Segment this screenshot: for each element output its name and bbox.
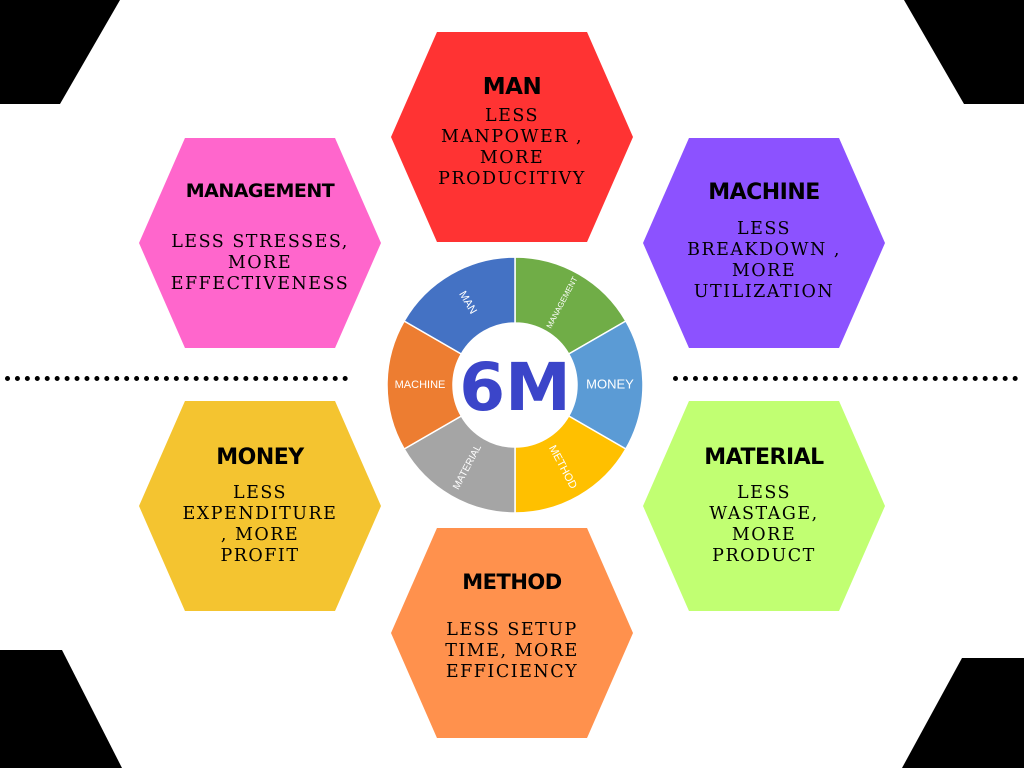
body-line: LESS STRESSES,	[171, 232, 349, 252]
body-line: , MORE	[220, 525, 300, 545]
body-line: MORE	[731, 261, 797, 281]
body-line: WASTAGE,	[709, 504, 819, 524]
center-label: 6M	[459, 349, 571, 426]
hexagon-money-body: LESS EXPENDITURE , MORE PROFIT	[155, 483, 365, 567]
body-line: PRODUCT	[712, 546, 816, 566]
body-line: LESS	[484, 106, 540, 126]
six-m-wheel-graphic: MANAGEMENTMONEYMETHODMATERIALMACHINEMAN …	[386, 256, 644, 514]
body-line: EFFECTIVENESS	[170, 274, 350, 294]
body-line: PROFIT	[220, 546, 300, 566]
body-line: MORE	[227, 253, 293, 273]
body-line: EXPENDITURE	[182, 504, 338, 524]
corner-decoration-top-left	[0, 0, 120, 104]
wheel-label-money: MONEY	[586, 376, 634, 391]
hexagon-money-title: MONEY	[216, 445, 304, 470]
hexagon-machine	[643, 138, 885, 348]
hexagon-material-body: LESS WASTAGE, MORE PRODUCT	[659, 483, 869, 567]
hexagon-management-body: LESS STRESSES, MORE EFFECTIVENESS	[155, 232, 365, 295]
hexagon-management-title: MANAGEMENT	[185, 180, 335, 202]
hexagon-machine-body: LESS BREAKDOWN , MORE UTILIZATION	[659, 219, 869, 303]
body-line: UTILIZATION	[693, 282, 835, 302]
hexagon-material-title: MATERIAL	[704, 445, 824, 470]
hexagon-money	[139, 401, 381, 611]
wheel-center-circle	[453, 323, 577, 447]
body-line: MORE	[731, 525, 797, 545]
body-line: TIME, MORE	[445, 641, 579, 661]
hexagon-man-body: LESS MANPOWER , MORE PRODUCITIVY	[407, 106, 617, 190]
body-line: LESS	[736, 483, 792, 503]
hexagon-machine-title: MACHINE	[708, 180, 820, 205]
hexagon-method-title: METHOD	[462, 570, 562, 594]
hexagon-material-content: MATERIAL LESS WASTAGE, MORE PRODUCT	[643, 401, 885, 611]
body-line: LESS SETUP	[446, 620, 578, 640]
corner-decoration-top-right	[904, 0, 1024, 104]
body-line: BREAKDOWN ,	[687, 240, 841, 260]
hexagon-method-content: METHOD LESS SETUP TIME, MORE EFFICIENCY	[391, 528, 633, 738]
body-line: LESS	[232, 483, 288, 503]
hexagon-material	[643, 401, 885, 611]
hexagon-man	[391, 32, 633, 242]
corner-decoration-bottom-right	[902, 658, 1024, 768]
body-line: MANPOWER ,	[440, 127, 584, 147]
hexagon-method	[391, 528, 633, 738]
hexagon-man-content: MAN LESS MANPOWER , MORE PRODUCITIVY	[391, 32, 633, 242]
hexagon-man-title: MAN	[482, 74, 542, 100]
hexagon-money-content: MONEY LESS EXPENDITURE , MORE PROFIT	[139, 401, 381, 611]
body-line: EFFICIENCY	[445, 662, 579, 682]
hexagon-management-content: MANAGEMENT LESS STRESSES, MORE EFFECTIVE…	[139, 138, 381, 348]
hexagon-management	[139, 138, 381, 348]
corner-decoration-bottom-left	[0, 650, 122, 768]
body-line: MORE	[479, 148, 545, 168]
body-line: PRODUCITIVY	[438, 169, 586, 189]
body-line: LESS	[736, 219, 792, 239]
hexagon-method-body: LESS SETUP TIME, MORE EFFICIENCY	[407, 620, 617, 683]
divider-right	[673, 376, 1018, 381]
hexagon-machine-content: MACHINE LESS BREAKDOWN , MORE UTILIZATIO…	[643, 138, 885, 348]
wheel-label-machine: MACHINE	[395, 379, 446, 391]
divider-left	[5, 376, 348, 381]
